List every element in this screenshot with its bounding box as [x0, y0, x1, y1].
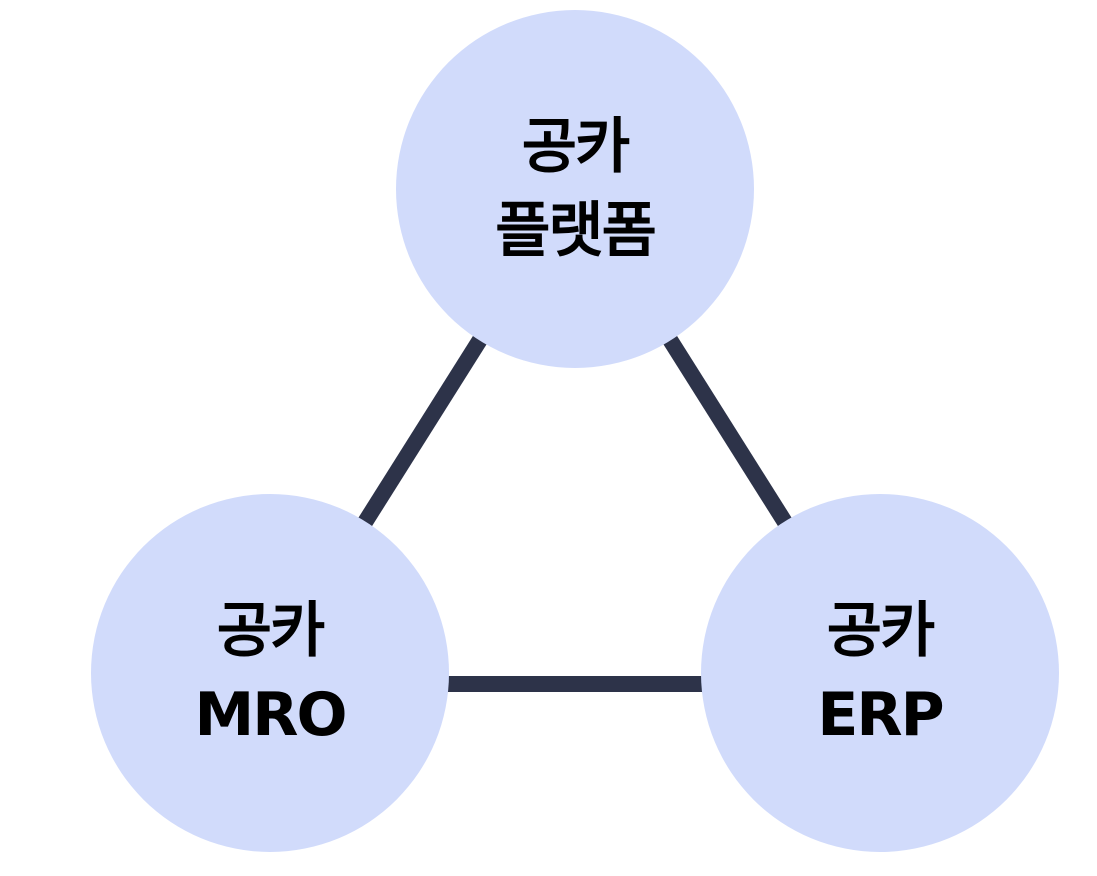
node-platform: 공카 플랫폼 — [396, 10, 754, 368]
node-mro-line1: 공카 — [216, 596, 325, 666]
node-erp-line2: ERP — [817, 680, 944, 750]
node-mro-line2: MRO — [194, 680, 348, 750]
node-mro: 공카 MRO — [91, 494, 449, 852]
node-erp: 공카 ERP — [701, 494, 1059, 852]
node-platform-line1: 공카 — [521, 112, 630, 182]
node-platform-line2: 플랫폼 — [495, 196, 657, 266]
node-erp-line1: 공카 — [826, 596, 935, 666]
